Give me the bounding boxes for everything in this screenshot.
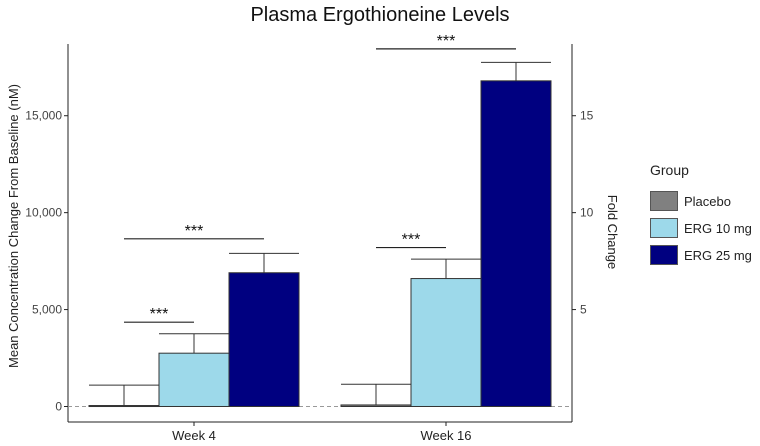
x-tick-label: Week 16: [420, 428, 471, 443]
bar: [228, 272, 300, 407]
y-tick-label: 10,000: [25, 206, 62, 220]
bar: [340, 404, 412, 407]
error-bars: [89, 61, 551, 406]
x-tick-label: Week 4: [172, 428, 216, 443]
significance-label: ***: [185, 223, 204, 240]
legend-label-erg-10mg: ERG 10 mg: [684, 220, 752, 236]
y-tick-label: 15,000: [25, 109, 62, 123]
y-tick-label: 5,000: [32, 303, 62, 317]
legend-title: Group: [650, 162, 689, 178]
y-tick-label: 0: [55, 399, 62, 413]
legend-item-erg-10mg: ERG 10 mg: [650, 217, 758, 239]
legend-item-placebo: Placebo: [650, 190, 758, 212]
right-axis-label: Fold Change: [605, 195, 620, 269]
legend-label-placebo: Placebo: [684, 193, 731, 209]
bar: [480, 80, 552, 407]
significance-label: ***: [402, 232, 421, 249]
legend-label-erg-25mg: ERG 25 mg: [684, 247, 752, 263]
right-tick-label: 15: [580, 109, 594, 123]
significance-label: ***: [437, 33, 456, 50]
legend-swatch-placebo: [650, 191, 678, 211]
bar: [158, 352, 230, 407]
legend-item-erg-25mg: ERG 25 mg: [650, 244, 758, 266]
y-axis-label: Mean Concentration Change From Baseline …: [6, 84, 21, 368]
legend: Group Placebo ERG 10 mg ERG 25 mg: [650, 162, 758, 271]
right-tick-label: 10: [580, 206, 594, 220]
legend-swatch-erg-10mg: [650, 218, 678, 238]
bar: [410, 278, 482, 407]
legend-swatch-erg-25mg: [650, 245, 678, 265]
significance-label: ***: [150, 306, 169, 323]
right-tick-label: 5: [580, 303, 587, 317]
significance-marks: *** *** *** ***: [124, 33, 516, 323]
bars: [88, 80, 552, 408]
bar: [88, 405, 160, 408]
chart-title: Plasma Ergothioneine Levels: [250, 4, 510, 26]
